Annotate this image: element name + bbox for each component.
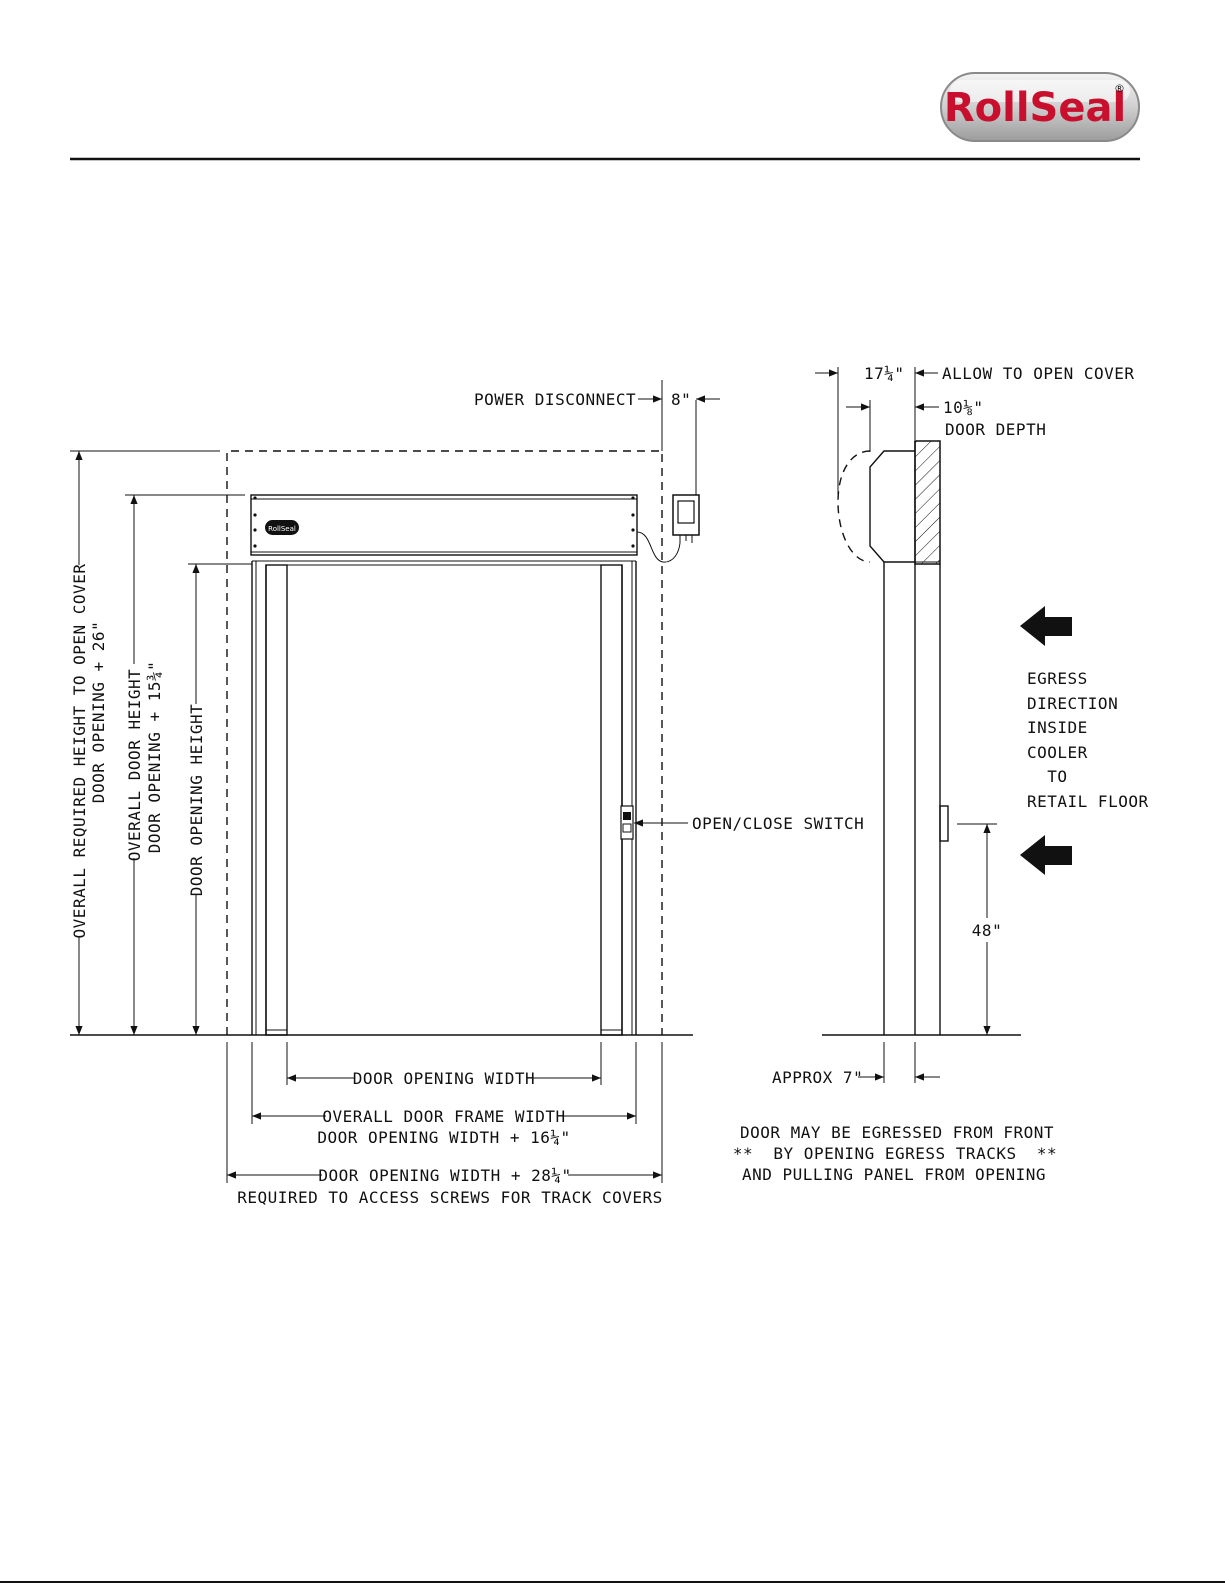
svg-text:RollSeal: RollSeal	[268, 525, 296, 533]
overall-door-height-formula: DOOR OPENING + 15¾"	[145, 661, 164, 854]
power-disconnect-label: POWER DISCONNECT	[474, 390, 636, 409]
svg-text:EGRESS: EGRESS	[1027, 669, 1088, 688]
access-width-note: REQUIRED TO ACCESS SCREWS FOR TRACK COVE…	[237, 1188, 663, 1207]
approx-dim: APPROX 7"	[772, 1068, 863, 1087]
door-depth-hatch	[914, 440, 941, 565]
overall-required-height-label: OVERALL REQUIRED HEIGHT TO OPEN COVER	[70, 564, 89, 939]
allow-open-label: ALLOW TO OPEN COVER	[942, 364, 1135, 383]
egress-note-1: DOOR MAY BE EGRESSED FROM FRONT	[740, 1123, 1054, 1142]
egress-arrow-bottom-icon	[1020, 835, 1072, 875]
svg-text:INSIDE: INSIDE	[1027, 718, 1088, 737]
svg-text:DIRECTION: DIRECTION	[1027, 694, 1118, 713]
door-depth-dim: 10⅛"	[943, 398, 984, 417]
cover-swing	[837, 450, 871, 563]
door-opening-width-label: DOOR OPENING WIDTH	[353, 1069, 535, 1088]
jamb-left	[265, 564, 288, 1036]
egress-direction-text: EGRESS DIRECTION INSIDE COOLER TO RETAIL…	[1027, 669, 1149, 811]
side-switch-block	[939, 805, 949, 842]
overall-required-height-formula: DOOR OPENING + 26"	[89, 621, 108, 803]
front-view: RollSeal	[70, 380, 864, 1207]
jamb-right	[600, 564, 623, 1036]
svg-text:TO: TO	[1027, 767, 1068, 786]
header-rivets	[253, 496, 635, 548]
open-close-switch-label: OPEN/CLOSE SWITCH	[692, 814, 864, 833]
clearance-envelope	[226, 450, 663, 1035]
switch-height-dim: 48"	[972, 921, 1002, 940]
power-disconnect-box	[636, 494, 700, 563]
registered-mark: ®	[1114, 82, 1125, 95]
overall-frame-width-formula: DOOR OPENING WIDTH + 16¼"	[317, 1128, 570, 1147]
door-header-box	[250, 494, 638, 556]
egress-note-2: ** BY OPENING EGRESS TRACKS **	[733, 1144, 1057, 1163]
overall-door-height-label: OVERALL DOOR HEIGHT	[125, 669, 144, 862]
rollseal-logo: RollSeal ®	[940, 72, 1140, 142]
access-width-formula: DOOR OPENING WIDTH + 28¼"	[318, 1166, 571, 1185]
open-close-switch-box	[620, 805, 634, 840]
egress-note-3: AND PULLING PANEL FROM OPENING	[742, 1165, 1046, 1184]
overall-frame-width-label: OVERALL DOOR FRAME WIDTH	[322, 1107, 565, 1126]
egress-arrow-top-icon	[1020, 606, 1072, 646]
power-disconnect-dim: 8"	[671, 390, 691, 409]
door-opening-height-label: DOOR OPENING HEIGHT	[187, 704, 206, 897]
door-depth-label: DOOR DEPTH	[945, 420, 1046, 439]
allow-open-dim: 17¼"	[864, 364, 905, 383]
side-view: 17¼" ALLOW TO OPEN COVER 10⅛" DOOR DEPTH…	[733, 364, 1149, 1184]
roll-outline	[869, 450, 915, 563]
svg-text:COOLER: COOLER	[1027, 743, 1088, 762]
svg-text:RETAIL FLOOR: RETAIL FLOOR	[1027, 792, 1149, 811]
header-small-logo: RollSeal	[265, 520, 299, 535]
logo-text: RollSeal	[944, 85, 1126, 131]
